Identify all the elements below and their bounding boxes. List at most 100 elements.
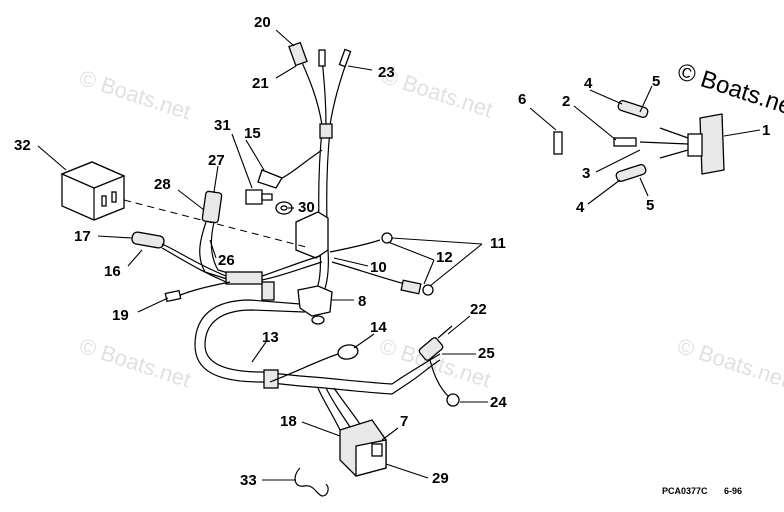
harness-wire <box>204 129 331 377</box>
callout-19: 19 <box>112 307 129 324</box>
switch-lead <box>659 127 689 139</box>
harness-wire <box>299 57 323 126</box>
bullet-connector <box>288 41 308 67</box>
callout-29: 29 <box>432 470 449 487</box>
harness-clamp <box>295 211 333 325</box>
leader-line <box>423 259 435 285</box>
ring-terminal <box>422 284 434 296</box>
bullet-connector <box>617 99 649 119</box>
leader-line <box>595 149 641 173</box>
harness-wire <box>194 129 323 387</box>
ring-terminal <box>446 393 460 407</box>
callout-13: 13 <box>262 329 279 346</box>
callout-3: 3 <box>582 165 590 182</box>
relay-pin <box>111 191 117 203</box>
callout-33: 33 <box>240 472 257 489</box>
leader-line <box>639 177 649 197</box>
harness-sleeve <box>319 123 333 139</box>
leader-line <box>301 421 341 437</box>
ring-terminal <box>381 232 393 244</box>
harness-wire <box>429 359 449 397</box>
leader-line <box>275 29 295 47</box>
callout-25: 25 <box>478 345 495 362</box>
leader-line <box>137 297 169 313</box>
harness-wire <box>261 261 323 281</box>
multi-pin-connector <box>339 419 387 477</box>
bullet-connector <box>615 163 647 183</box>
harness-wire <box>161 247 227 283</box>
callout-20: 20 <box>254 14 271 31</box>
callout-2: 2 <box>562 93 570 110</box>
callout-15: 15 <box>244 125 261 142</box>
leader-line <box>381 427 399 441</box>
callout-31: 31 <box>214 117 231 134</box>
callout-1: 1 <box>762 122 770 139</box>
leader-lines <box>37 29 761 481</box>
harness-wire <box>437 325 453 339</box>
leader-line <box>333 257 369 267</box>
harness-wire <box>210 221 239 277</box>
harness-wire <box>299 359 441 395</box>
callout-10: 10 <box>370 259 387 276</box>
main-harness <box>194 129 441 431</box>
leader-line <box>447 315 471 335</box>
harness-wire <box>329 57 349 126</box>
drawing-reference: PCA0377C 6-96 <box>662 486 742 496</box>
callout-7: 7 <box>400 413 408 430</box>
leader-line <box>347 65 373 71</box>
callout-11: 11 <box>490 235 506 252</box>
bullet-connector <box>613 137 637 147</box>
relay-top <box>60 161 126 189</box>
harness-wire <box>261 255 321 277</box>
leader-line <box>209 239 217 259</box>
leader-line <box>391 237 483 245</box>
watermark: © Boats.net <box>76 65 193 124</box>
leader-line <box>385 463 429 479</box>
watermark: © Boats.net <box>76 333 193 392</box>
ring-terminal-leads <box>329 232 434 296</box>
harness-wire <box>329 239 381 253</box>
callout-16: 16 <box>104 263 121 280</box>
clamp-bracket <box>295 211 329 259</box>
corner-watermark: © Boats.ne <box>674 58 784 120</box>
callout-32: 32 <box>14 137 31 154</box>
leader-line <box>639 85 653 113</box>
terminal-boot <box>400 279 422 295</box>
upper-wire-bundle <box>288 41 352 139</box>
leader-line <box>429 243 483 287</box>
retaining-clip <box>294 467 329 497</box>
bolt-shank <box>261 193 273 201</box>
harness-wire <box>161 243 227 277</box>
callout-labels: 20 21 23 15 31 30 27 28 32 17 16 26 19 1… <box>14 14 770 489</box>
leader-line <box>353 333 375 349</box>
leader-line <box>587 179 621 205</box>
callout-17: 17 <box>74 228 91 245</box>
watermark: © Boats.net <box>674 333 784 392</box>
left-wire-branches <box>131 190 323 303</box>
harness-wire <box>277 149 323 181</box>
ring-terminal <box>257 169 283 189</box>
callout-5b: 5 <box>646 197 654 214</box>
harness-wire <box>317 387 341 431</box>
clamp-bracket <box>297 285 333 317</box>
watermark: © Boats.net <box>378 63 495 122</box>
harness-wire <box>299 353 441 385</box>
callout-12: 12 <box>436 249 453 266</box>
callout-21: 21 <box>252 75 269 92</box>
callout-18: 18 <box>280 413 297 430</box>
drawing-code: PCA0377C <box>662 486 708 496</box>
switch-assembly <box>553 99 725 183</box>
fuse-holder-assembly <box>418 325 460 407</box>
bullet-connector <box>318 49 326 67</box>
callout-14: 14 <box>370 319 387 336</box>
leader-line <box>387 241 435 261</box>
relay-pin <box>101 195 107 207</box>
ring-terminal <box>337 344 359 360</box>
connector-plug <box>201 190 223 224</box>
bullet-connector <box>338 48 352 68</box>
ground-lead <box>269 344 359 383</box>
callout-23: 23 <box>378 64 395 81</box>
bullet-connector <box>164 289 182 303</box>
callout-30: 30 <box>298 199 315 216</box>
